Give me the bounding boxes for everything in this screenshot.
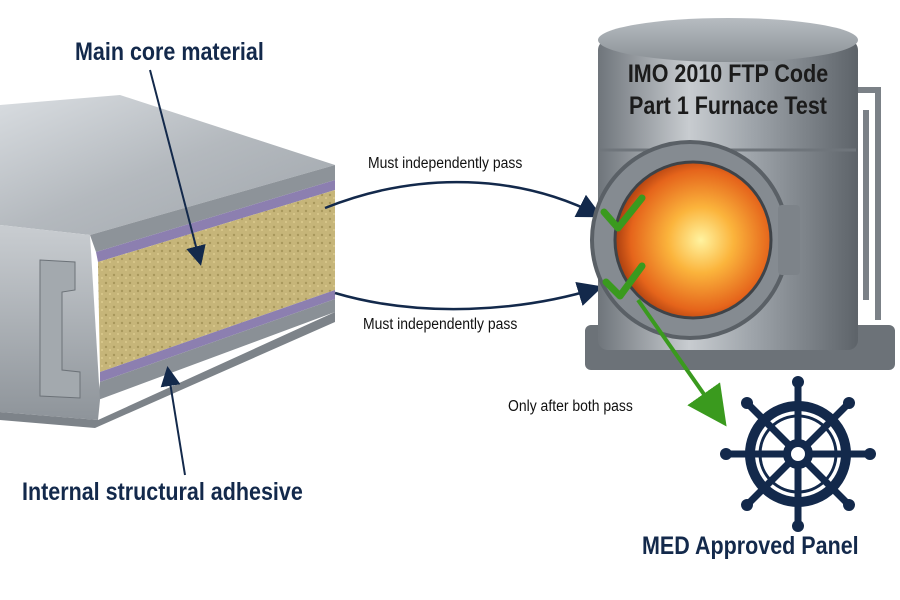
- furnace-title-line1: IMO 2010 FTP Code: [627, 60, 829, 88]
- panel-bottom-skin: [0, 312, 335, 428]
- approval-arrow: [636, 298, 727, 427]
- furnace-lid: [598, 18, 858, 62]
- panel-top-skin: [0, 95, 335, 235]
- check-icon: [602, 262, 646, 300]
- only-after-label: Only after both pass: [508, 398, 633, 415]
- adhesive-test-arrow: [334, 281, 603, 311]
- adhesive-pointer: [160, 366, 186, 476]
- sandwich-panel: [0, 95, 335, 428]
- joint-profile: [39, 259, 81, 399]
- main-core-pointer: [149, 69, 206, 266]
- check-icon: [600, 194, 646, 232]
- adhesive-label: Internal structural adhesive: [22, 478, 303, 506]
- panel-bottom-edge: [98, 299, 335, 400]
- ship-wheel-icon: [720, 376, 876, 532]
- adhesive-layer-top: [96, 180, 335, 262]
- panel-top-edge: [90, 165, 335, 252]
- furnace-hinge: [778, 205, 800, 275]
- must-pass-label-top: Must independently pass: [368, 155, 523, 172]
- furnace-door-opening: [613, 160, 773, 320]
- main-core-label: Main core material: [75, 38, 264, 66]
- med-approved-label: MED Approved Panel: [642, 532, 859, 560]
- must-pass-label-bottom: Must independently pass: [363, 316, 518, 333]
- adhesive-layer-bottom: [100, 290, 335, 382]
- core-material: [98, 190, 335, 372]
- furnace-title-line2: Part 1 Furnace Test: [629, 92, 827, 120]
- core-test-arrow: [324, 180, 603, 218]
- furnace-pipes: [858, 87, 881, 320]
